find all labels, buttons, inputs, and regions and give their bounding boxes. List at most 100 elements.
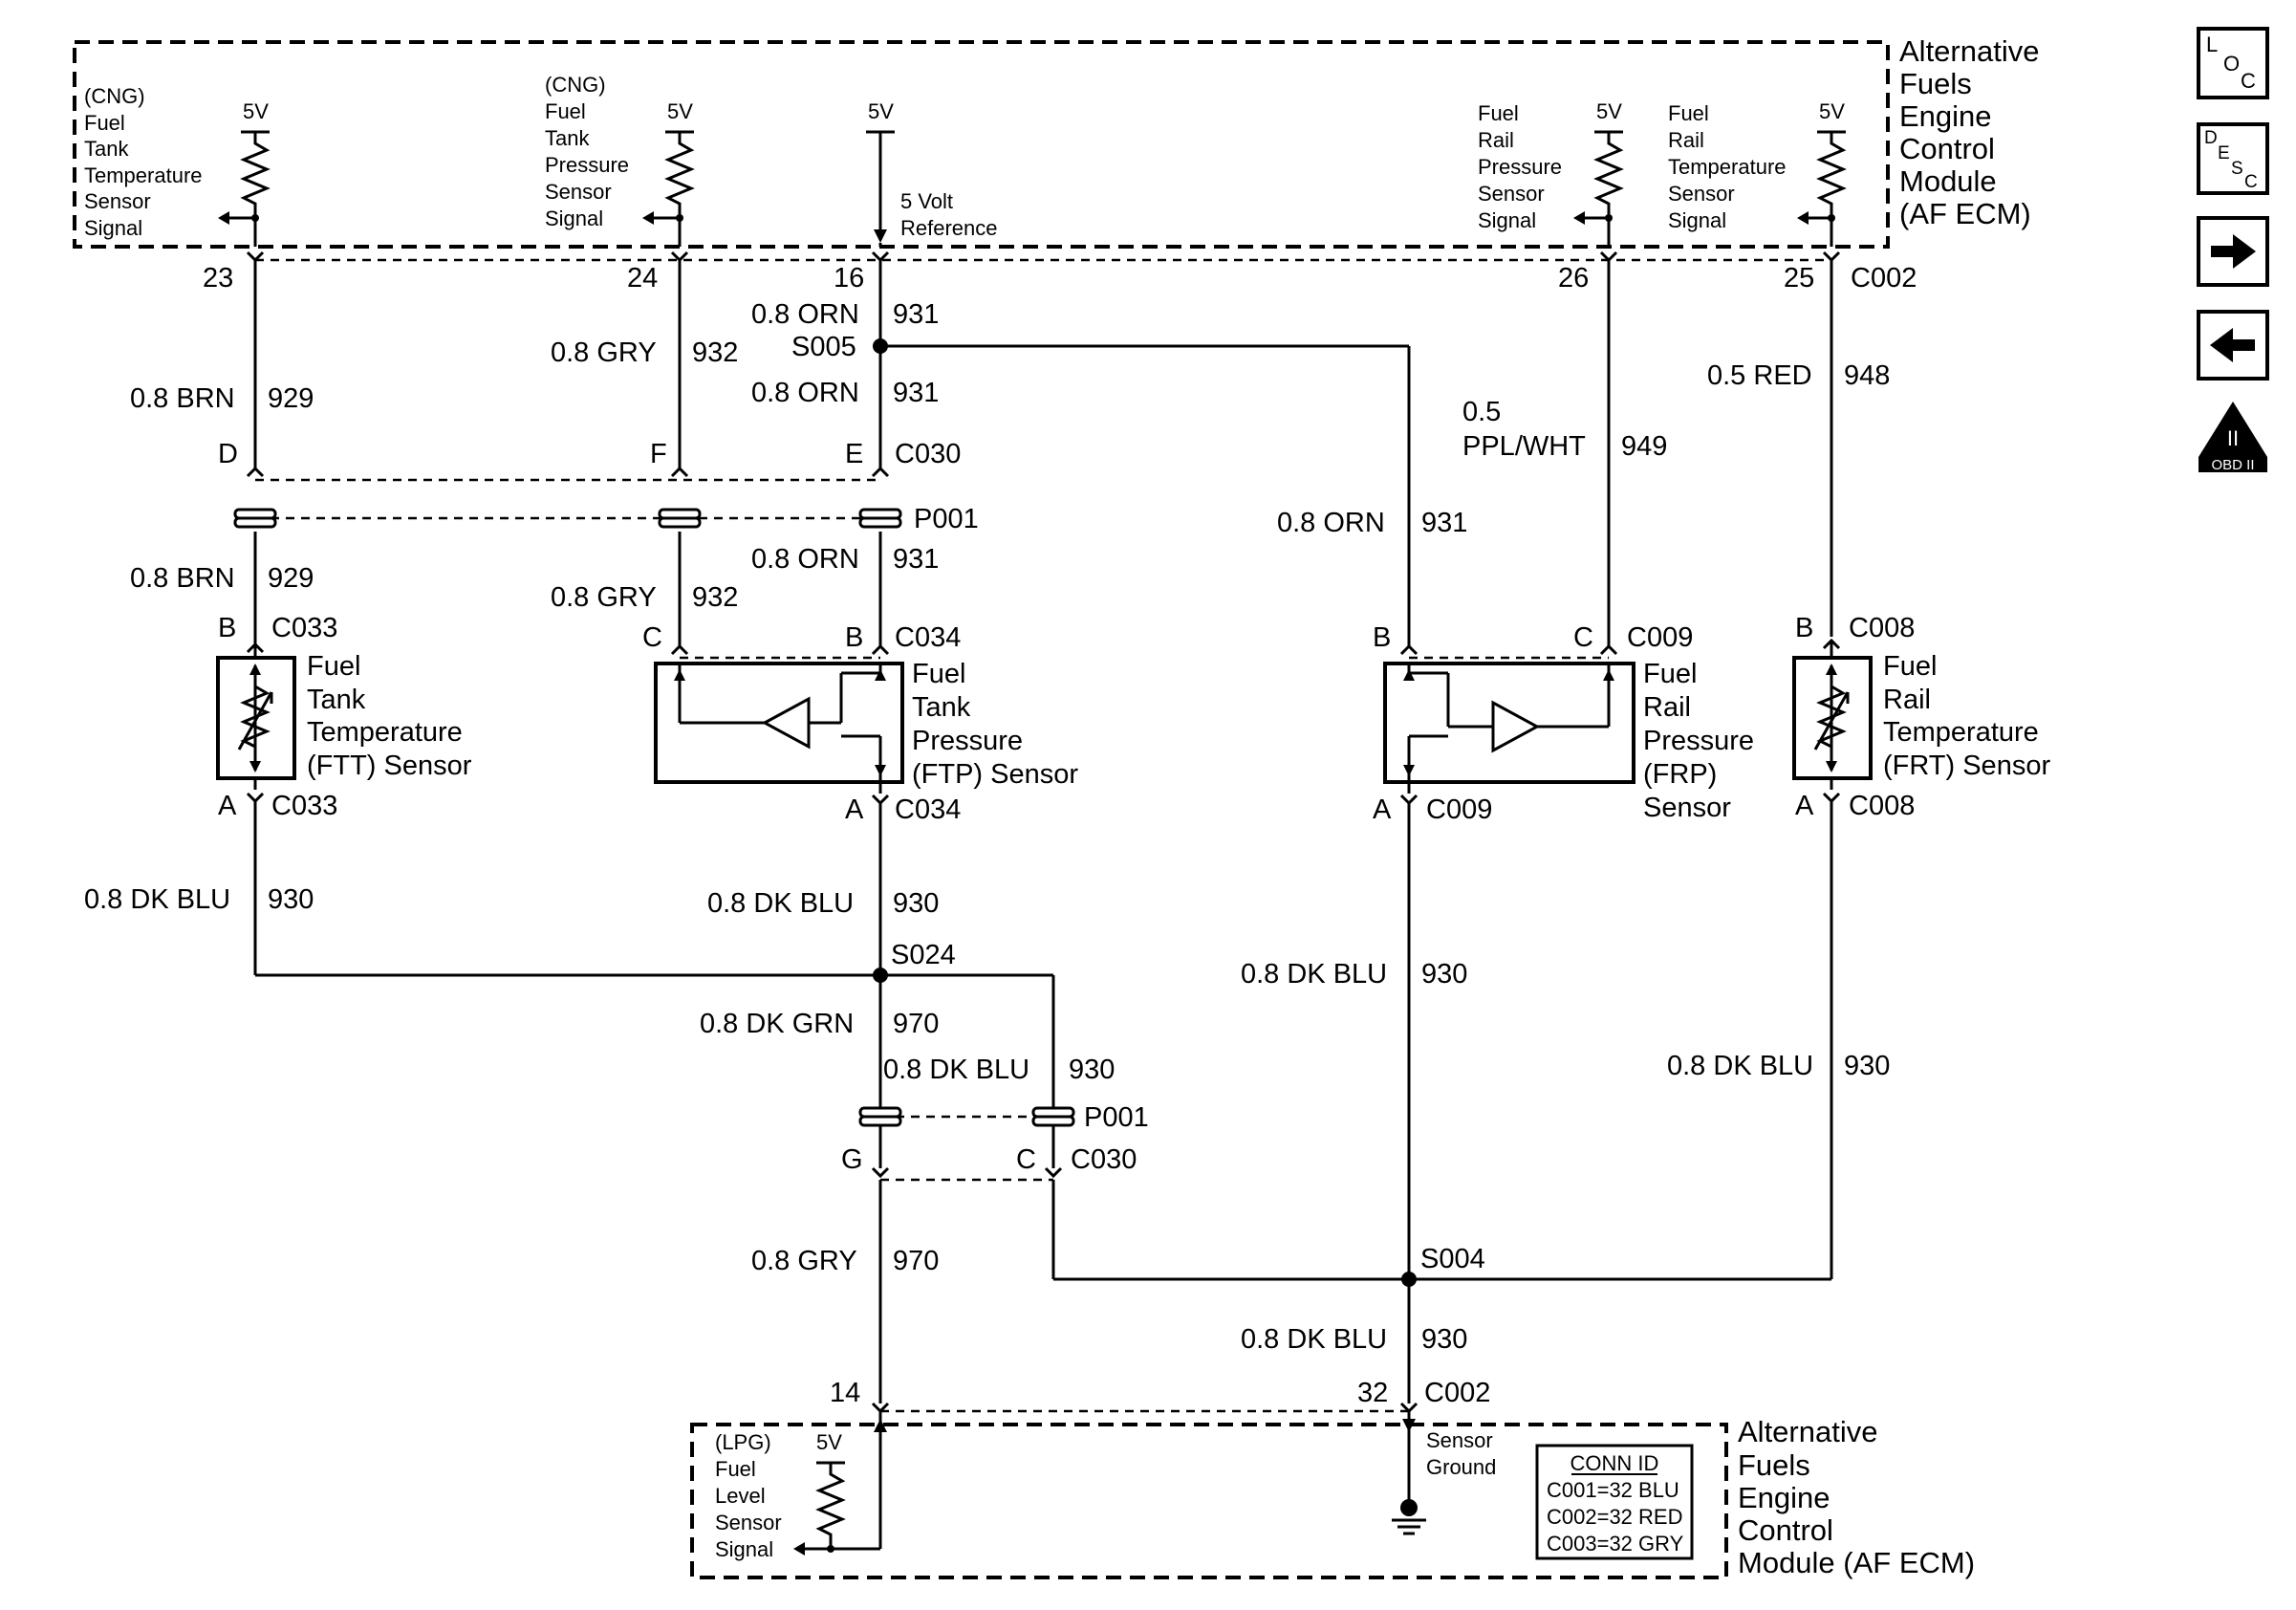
frt-sensor-label-4: (FRT) Sensor <box>1883 751 2050 781</box>
wire-number-label: 931 <box>893 299 939 330</box>
ftp-circuit-label-5: Sensor <box>545 180 612 204</box>
pin-b: B <box>845 622 863 653</box>
connector-c030-top: D F E C030 <box>218 439 961 482</box>
sensor-ground-label-2: Ground <box>1426 1455 1496 1479</box>
ftp-circuit-label-3: Tank <box>545 126 590 150</box>
cng-ftp-signal-circuit: 5V (CNG) Fuel Tank Pressure Sensor Signa… <box>545 73 695 247</box>
wire-color-label: 0.8 ORN <box>1277 508 1385 538</box>
wire-color-label: 0.8 DK BLU <box>1241 959 1387 990</box>
arrow-down-icon <box>874 229 887 243</box>
pin-25: 25 <box>1784 263 1814 294</box>
splice-label-s024: S024 <box>891 940 956 970</box>
arrow-left-icon <box>793 1542 805 1556</box>
pin-b: B <box>1373 622 1391 653</box>
pin-e: E <box>845 439 863 469</box>
bottom-module-label-5: Module (AF ECM) <box>1738 1546 1975 1579</box>
connector-label-c002: C002 <box>1851 263 1917 294</box>
next-page-button[interactable] <box>2197 216 2269 287</box>
wire-color-label: 0.5 <box>1462 397 1501 427</box>
bottom-module-label-2: Fuels <box>1738 1448 1810 1482</box>
wire-number-label: 930 <box>893 888 939 919</box>
wire-color-label: 0.8 ORN <box>751 299 859 330</box>
connector-c002-top: 23 24 16 26 25 C002 <box>203 250 1917 294</box>
frp-circuit-label-3: Pressure <box>1478 155 1562 179</box>
splice-s004-dot <box>1401 1272 1417 1287</box>
p001-pass-through-icon <box>858 508 902 529</box>
top-module-label-5: Module <box>1899 164 1997 198</box>
obd-ii-button[interactable]: II OBD II <box>2199 402 2267 473</box>
p001-pass-through-icon <box>858 1106 902 1127</box>
frt-sensor-label-2: Rail <box>1883 685 1931 715</box>
connector-label-c008: C008 <box>1849 791 1915 821</box>
frp-circuit-label-4: Sensor <box>1478 182 1545 206</box>
previous-page-button[interactable] <box>2197 310 2269 381</box>
splice-label-s005: S005 <box>791 332 856 362</box>
ftt-circuit-label-2: Fuel <box>84 111 125 135</box>
wire-number-label: 929 <box>268 383 314 414</box>
connector-label-c002: C002 <box>1424 1378 1490 1408</box>
ftp-sensor-label-2: Tank <box>912 692 971 723</box>
wire-color-label: 0.8 GRY <box>551 337 657 368</box>
pin-f: F <box>650 439 667 469</box>
lpg-circuit-label-1: (LPG) <box>715 1430 771 1454</box>
pin-d: D <box>218 439 238 469</box>
pin-b: B <box>1795 613 1813 643</box>
conn-id-title: CONN ID <box>1570 1451 1659 1475</box>
pin-a: A <box>1373 794 1392 825</box>
amplifier-icon <box>761 696 811 750</box>
lpg-circuit-label-4: Sensor <box>715 1511 782 1534</box>
frt-circuit-label-5: Signal <box>1668 208 1726 232</box>
wire-color-label: 0.5 RED <box>1707 360 1812 391</box>
amplifier-icon <box>1491 700 1541 753</box>
pin-a: A <box>845 794 864 825</box>
ftp-circuit-label-6: Signal <box>545 207 603 230</box>
connector-c002-bottom: 14 32 C002 <box>830 1378 1490 1414</box>
frt-circuit-label-1: Fuel <box>1668 101 1709 125</box>
sensor-ground-circuit: Sensor Ground <box>1392 1411 1496 1535</box>
wire-color-label: 0.8 ORN <box>751 378 859 408</box>
wire-color-label: 0.8 DK BLU <box>1667 1051 1813 1081</box>
wire-color-label: 0.8 DK BLU <box>84 884 230 915</box>
wire-ftp-ground: S024 0.8 DK BLU 930 0.8 DK GRN 970 <box>700 803 956 1109</box>
connector-label-c033: C033 <box>271 613 337 643</box>
connector-p001-lower: P001 <box>858 1102 1149 1133</box>
desc-letter: S <box>2231 159 2243 179</box>
top-module-label-1: Alternative <box>1899 34 2039 68</box>
ftp-sensor-label-4: (FTP) Sensor <box>912 759 1078 790</box>
wire-s024-to-p001: 0.8 DK BLU 930 <box>880 973 1115 1109</box>
wire-number-label: 931 <box>893 544 939 575</box>
wire-number-label: 932 <box>692 582 738 613</box>
frp-circuit-label-1: Fuel <box>1478 101 1519 125</box>
conn-id-row: C003=32 GRY <box>1547 1532 1684 1556</box>
pin-16: 16 <box>834 263 864 294</box>
p001-pass-through-icon <box>1031 1106 1075 1127</box>
wire-number-label: 949 <box>1621 431 1667 462</box>
ftt-sensor-label-3: Temperature <box>307 717 463 748</box>
pin-23: 23 <box>203 263 233 294</box>
wire-color-label: 0.8 GRY <box>751 1246 857 1276</box>
wire-color-label: 0.8 DK BLU <box>707 888 854 919</box>
ftt-sensor: B C033 A C033 Fuel Tank Temperature (FTT… <box>216 613 472 821</box>
top-af-ecm-module: Alternative Fuels Engine Control Module … <box>73 34 2039 249</box>
desc-button[interactable]: D E S C <box>2197 122 2269 195</box>
wire-color-label: 0.8 GRY <box>551 582 657 613</box>
volt-label: 5V <box>1819 99 1845 123</box>
frt-sensor-label-3: Temperature <box>1883 717 2039 748</box>
ftp-circuit-label-4: Pressure <box>545 153 629 177</box>
pin-b: B <box>218 613 236 643</box>
ftt-circuit-label-4: Temperature <box>84 163 203 187</box>
cng-ftt-signal-circuit: 5V (CNG) Fuel Tank Temperature Sensor Si… <box>84 84 271 247</box>
frt-sensor-label-1: Fuel <box>1883 651 1937 682</box>
ftt-sensor-label-2: Tank <box>307 685 366 715</box>
arrow-left-icon <box>1797 211 1809 225</box>
frp-sensor: B C C009 A C009 Fuel Rail Pressure (FRP)… <box>1373 622 1754 825</box>
wire-color-label: 0.8 DK GRN <box>700 1009 854 1039</box>
frp-circuit-label-2: Rail <box>1478 128 1514 152</box>
lpg-circuit-label-3: Level <box>715 1484 766 1508</box>
top-module-label-2: Fuels <box>1899 67 1972 100</box>
connector-c030-lower: G C C030 <box>841 1125 1137 1182</box>
wire-number-label: 948 <box>1844 360 1890 391</box>
loc-button[interactable]: L O C <box>2197 27 2269 99</box>
volt-label: 5V <box>1596 99 1622 123</box>
